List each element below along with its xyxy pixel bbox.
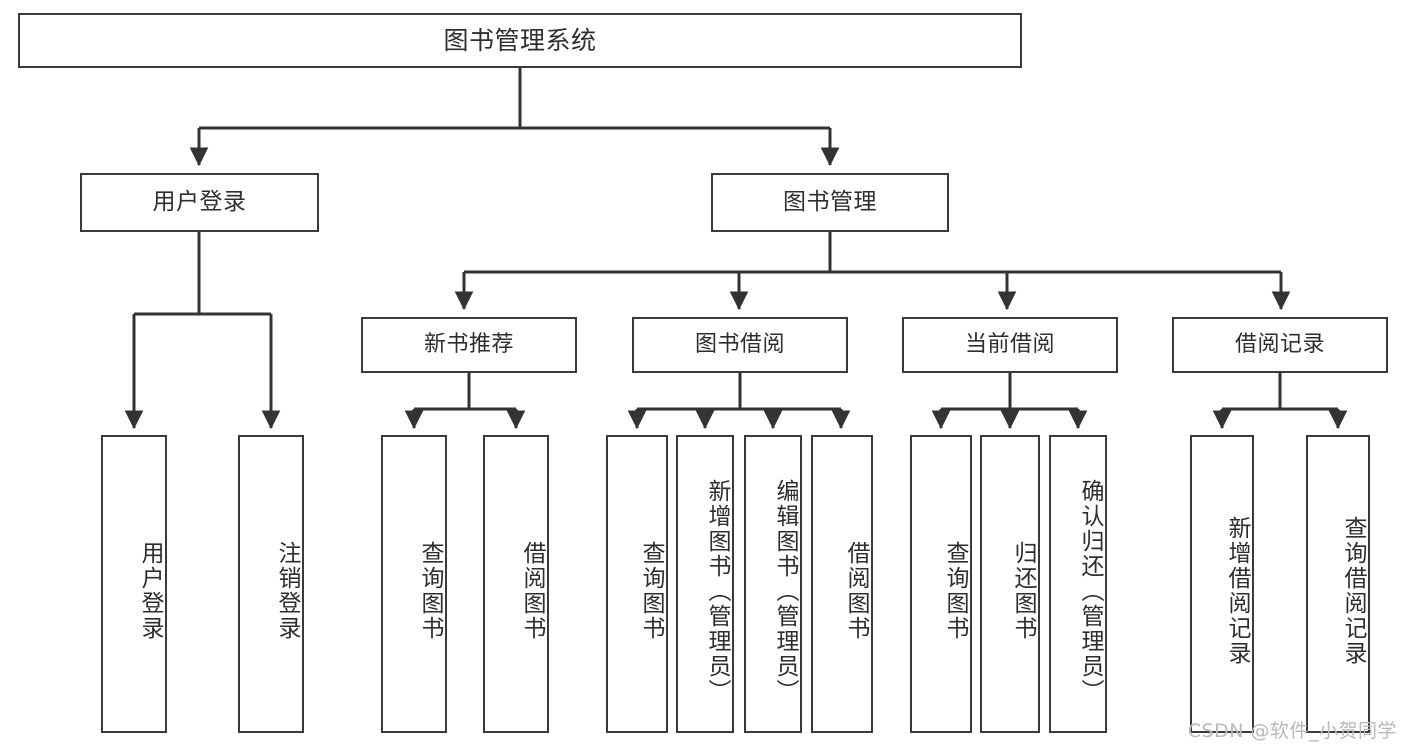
node-leaf-query-book-3-label: 查询图书 [942,541,968,641]
node-leaf-edit-book[interactable]: 编辑图书（管理员） [744,435,802,733]
node-book-admin-label: 图书管理 [783,189,877,216]
node-leaf-query-book-2-label: 查询图书 [638,541,664,641]
node-leaf-user-login[interactable]: 用户登录 [101,435,167,733]
node-new-book-rec-label: 新书推荐 [423,332,514,358]
node-leaf-query-book-1[interactable]: 查询图书 [381,435,447,733]
csdn-watermark: CSDN @软件_小贺同学 [1187,720,1397,742]
node-leaf-query-book-3[interactable]: 查询图书 [910,435,972,733]
node-leaf-return-book-label: 归还图书 [1010,541,1036,641]
node-leaf-query-record[interactable]: 查询借阅记录 [1306,435,1370,733]
node-leaf-logout-label: 注销登录 [274,541,300,641]
node-leaf-add-book-label: 新增图书（管理员） [704,478,730,704]
node-book-borrow[interactable]: 图书借阅 [632,317,848,373]
node-leaf-add-record[interactable]: 新增借阅记录 [1190,435,1254,733]
node-leaf-query-book-1-label: 查询图书 [417,541,443,641]
node-book-admin[interactable]: 图书管理 [711,173,949,232]
node-leaf-borrow-book-1-label: 借阅图书 [519,541,545,641]
node-new-book-rec[interactable]: 新书推荐 [361,317,577,373]
node-leaf-borrow-book-2[interactable]: 借阅图书 [811,435,873,733]
node-leaf-logout[interactable]: 注销登录 [238,435,304,733]
node-leaf-edit-book-label: 编辑图书（管理员） [772,478,798,704]
node-leaf-borrow-book-2-label: 借阅图书 [843,541,869,641]
node-leaf-return-book[interactable]: 归还图书 [980,435,1040,733]
node-leaf-add-book[interactable]: 新增图书（管理员） [676,435,734,733]
node-current-borrow-label: 当前借阅 [964,332,1055,358]
node-leaf-confirm-return[interactable]: 确认归还（管理员） [1049,435,1107,733]
node-leaf-borrow-book-1[interactable]: 借阅图书 [483,435,549,733]
node-user-login[interactable]: 用户登录 [80,173,319,232]
node-user-login-label: 用户登录 [152,189,247,216]
node-book-borrow-label: 图书借阅 [694,332,785,358]
node-leaf-user-login-label: 用户登录 [137,541,163,641]
node-leaf-confirm-return-label: 确认归还（管理员） [1077,478,1103,704]
node-leaf-query-record-label: 查询借阅记录 [1340,516,1366,666]
node-root[interactable]: 图书管理系统 [18,13,1022,68]
node-leaf-add-record-label: 新增借阅记录 [1224,516,1250,666]
node-current-borrow[interactable]: 当前借阅 [902,317,1118,373]
node-leaf-query-book-2[interactable]: 查询图书 [606,435,668,733]
node-borrow-record-label: 借阅记录 [1234,332,1325,358]
node-borrow-record[interactable]: 借阅记录 [1172,317,1388,373]
node-root-label: 图书管理系统 [443,26,597,55]
